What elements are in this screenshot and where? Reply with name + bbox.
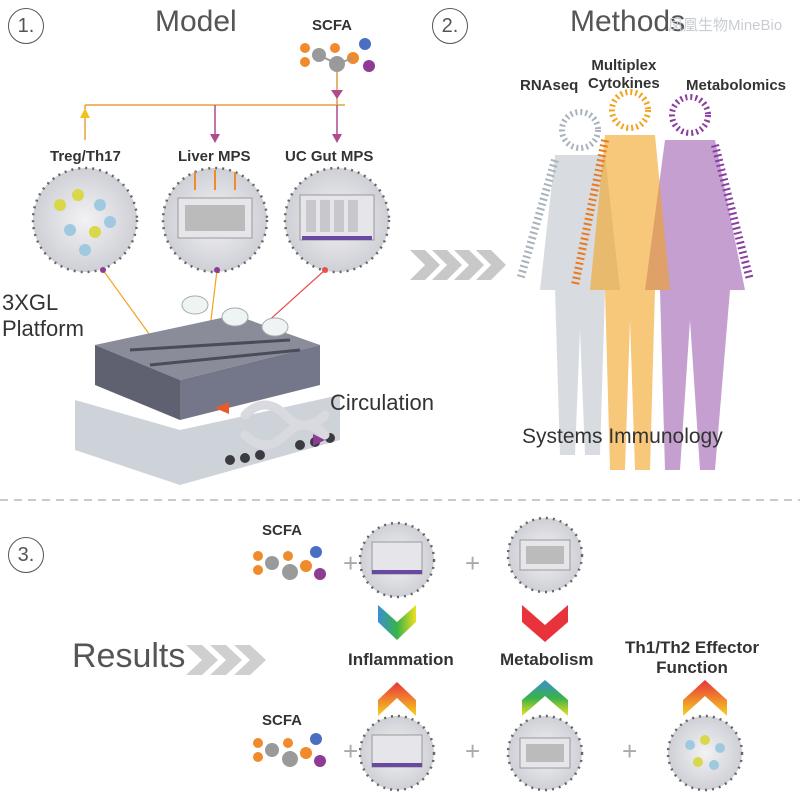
step-number-2: 2. (432, 8, 468, 44)
results-scfa-molecule-top-icon (253, 546, 326, 580)
treg-th17-label: Treg/Th17 (50, 148, 121, 165)
liver-mps-circle (161, 166, 269, 274)
results-gut-circle-bottom (358, 714, 436, 792)
circulation-label: Circulation (330, 390, 434, 415)
results-tcell-circle-bottom (666, 714, 744, 792)
results-chevrons (186, 645, 266, 675)
rnaseq-label: RNAseq (520, 77, 579, 94)
metabolism-label: Metabolism (500, 650, 594, 669)
scfa-molecule-icon (300, 38, 375, 72)
inflammation-label: Inflammation (348, 650, 454, 669)
results-liver-circle-top (506, 516, 584, 594)
methods-title: Methods (570, 5, 686, 38)
plus-icon: + (465, 548, 480, 578)
circulation-loop-icon (215, 400, 330, 450)
effector-up-chevron (683, 680, 727, 716)
human-figure-cytokines (571, 89, 670, 470)
watermark: 凤凰生物MineBio (668, 17, 783, 34)
metabolomics-label: Metabolomics (686, 77, 787, 94)
plus-icon: + (343, 736, 358, 766)
plus-icon: + (343, 548, 358, 578)
plus-icon: + (465, 736, 480, 766)
liver-mps-label: Liver MPS (178, 148, 251, 165)
three-xgl-platform (75, 295, 340, 485)
platform-label: 3XGL Platform (2, 290, 84, 341)
results-liver-circle-bottom (506, 714, 584, 792)
metabolism-up-chevron (522, 680, 568, 716)
uc-gut-mps-circle (283, 166, 391, 274)
systems-immunology-label: Systems Immunology (522, 425, 723, 448)
plus-icon: + (622, 736, 637, 766)
results-scfa-top-label: SCFA (262, 522, 303, 539)
results-scfa-bottom-label: SCFA (262, 712, 303, 729)
metabolism-down-chevron (522, 605, 568, 642)
results-scfa-molecule-bottom-icon (253, 733, 326, 767)
scfa-distribution-arrows (80, 72, 345, 143)
treg-th17-circle (31, 166, 139, 274)
inflammation-down-chevron (378, 605, 416, 640)
multiplex-cytokines-label: Multiplex Cytokines (588, 57, 660, 92)
model-title: Model (155, 5, 237, 38)
results-title: Results (72, 637, 186, 675)
inflammation-up-chevron (378, 682, 416, 716)
uc-gut-mps-label: UC Gut MPS (285, 148, 374, 165)
step-number-1: 1. (8, 8, 44, 44)
scfa-label: SCFA (312, 17, 353, 34)
model-to-methods-chevrons (410, 250, 506, 280)
step-number-3: 3. (8, 537, 44, 573)
th1-th2-effector-label: Th1/Th2 Effector Function (625, 638, 760, 677)
human-figure-metabolomics (645, 94, 754, 470)
results-gut-circle-top (358, 521, 436, 599)
